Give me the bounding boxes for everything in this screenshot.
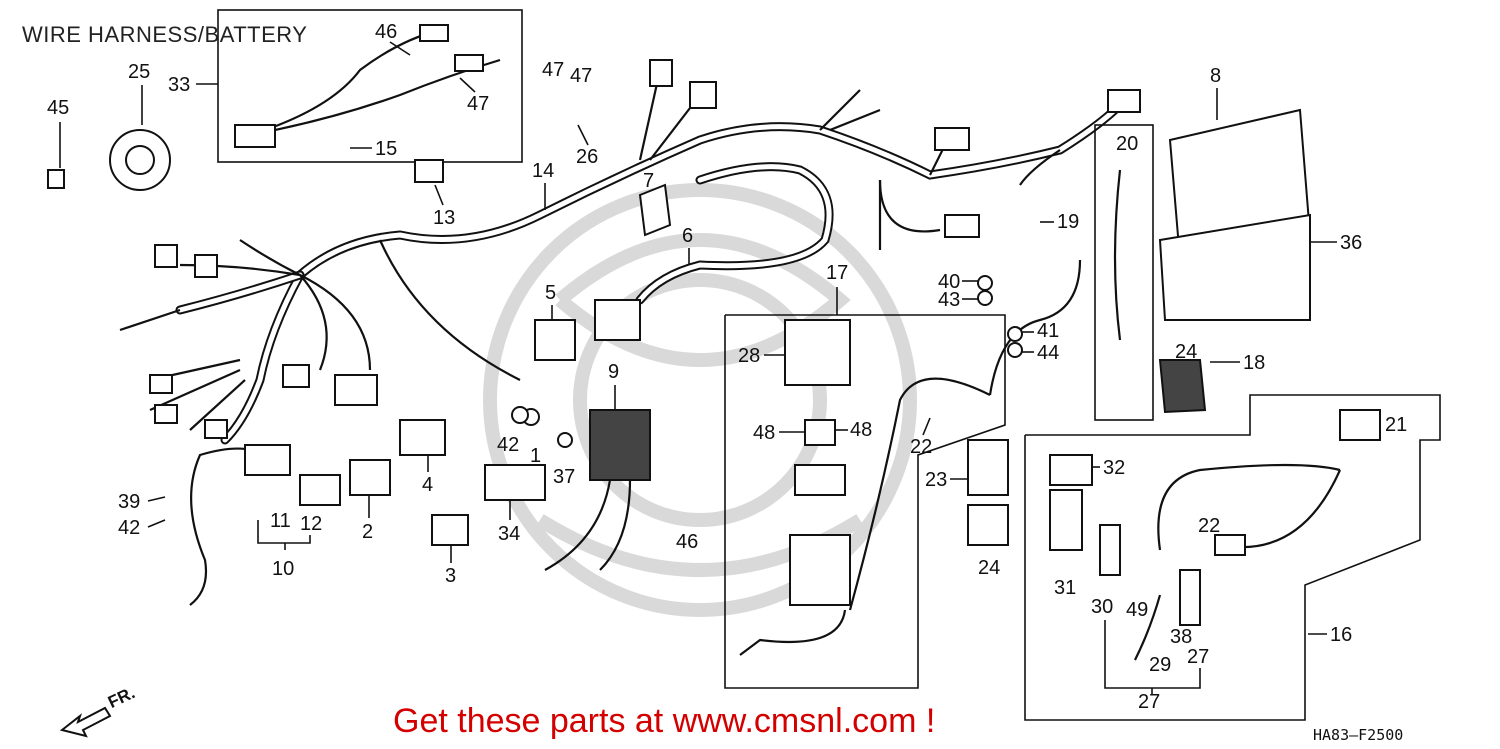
bracket-boxes <box>724 314 1441 721</box>
callout-10: 10 <box>272 558 294 580</box>
callout-21: 21 <box>1385 414 1407 436</box>
callout-25: 24 <box>1175 341 1197 363</box>
drawing-code: HA83–F2500 <box>1313 726 1404 744</box>
callout-48: 48 <box>850 419 872 441</box>
callout-47: 47 <box>542 59 564 81</box>
callouts: 46 47 47 47 25 33 45 15 26 13 14 7 6 5 8… <box>47 21 1407 713</box>
electrical-parts <box>47 129 1082 656</box>
callout-11: 11 <box>270 510 291 532</box>
front-direction-arrow <box>59 706 112 738</box>
callout-39: 38 <box>1170 626 1192 648</box>
callout-35: 33 <box>168 74 190 96</box>
callout-36: 34 <box>498 523 520 545</box>
callout-18: 18 <box>1243 352 1265 374</box>
callout-46: 46 <box>676 531 698 553</box>
callout-1: 1 <box>530 445 541 467</box>
callout-5: 5 <box>545 282 556 304</box>
callout-37: 36 <box>1340 232 1362 254</box>
callout-22: 22 <box>1198 515 1220 537</box>
callout-47: 47 <box>570 65 592 87</box>
callout-24: 24 <box>978 557 1000 579</box>
callout-12: 12 <box>300 513 322 535</box>
battery-parts <box>1094 108 1312 421</box>
callout-27: 26 <box>576 146 598 168</box>
callout-23: 23 <box>925 469 947 491</box>
callout-44: 44 <box>1037 342 1059 364</box>
callout-28: 27 <box>1138 691 1160 713</box>
callout-42: 41 <box>1037 320 1059 342</box>
main-wire-harness <box>119 59 1141 445</box>
callout-40: 39 <box>118 491 140 513</box>
ignition-coil-parts <box>534 162 834 361</box>
callout-29: 28 <box>738 345 760 367</box>
callout-16: 16 <box>1330 624 1352 646</box>
callout-44: 43 <box>938 289 960 311</box>
callout-14: 14 <box>532 160 554 182</box>
promo-link[interactable]: Get these parts at www.cmsnl.com ! <box>393 702 936 740</box>
callout-42: 40 <box>938 271 960 293</box>
callout-13: 13 <box>433 207 455 229</box>
callout-43: 42 <box>497 434 519 456</box>
callout-9: 9 <box>608 361 619 383</box>
callout-17: 17 <box>826 262 848 284</box>
callout-4: 4 <box>422 474 433 496</box>
callout-47: 46 <box>375 21 397 43</box>
callout-33: 31 <box>1054 577 1076 599</box>
callout-32: 29 <box>1149 654 1171 676</box>
callout-8: 8 <box>1210 65 1221 87</box>
callout-20: 20 <box>1116 133 1138 155</box>
callout-2: 2 <box>362 521 373 543</box>
callout-38: 37 <box>553 466 575 488</box>
callout-22: 22 <box>910 436 932 458</box>
callout-7: 7 <box>643 170 654 192</box>
callout-26: 25 <box>128 61 150 83</box>
diagram-title: WIRE HARNESS/BATTERY <box>22 22 308 47</box>
callout-19: 19 <box>1057 211 1079 233</box>
callout-45: 45 <box>47 97 69 119</box>
sub-harness-box <box>217 9 523 163</box>
callout-6: 6 <box>682 225 693 247</box>
callout-3: 3 <box>445 565 456 587</box>
callout-31: 30 <box>1091 596 1113 618</box>
callout-34: 32 <box>1103 457 1125 479</box>
callout-49: 49 <box>1126 599 1148 621</box>
callout-47: 47 <box>467 93 489 115</box>
callout-30: 27 <box>1187 646 1209 668</box>
callout-15: 15 <box>375 138 397 160</box>
callout-48: 48 <box>753 422 775 444</box>
callout-41: 42 <box>118 517 140 539</box>
